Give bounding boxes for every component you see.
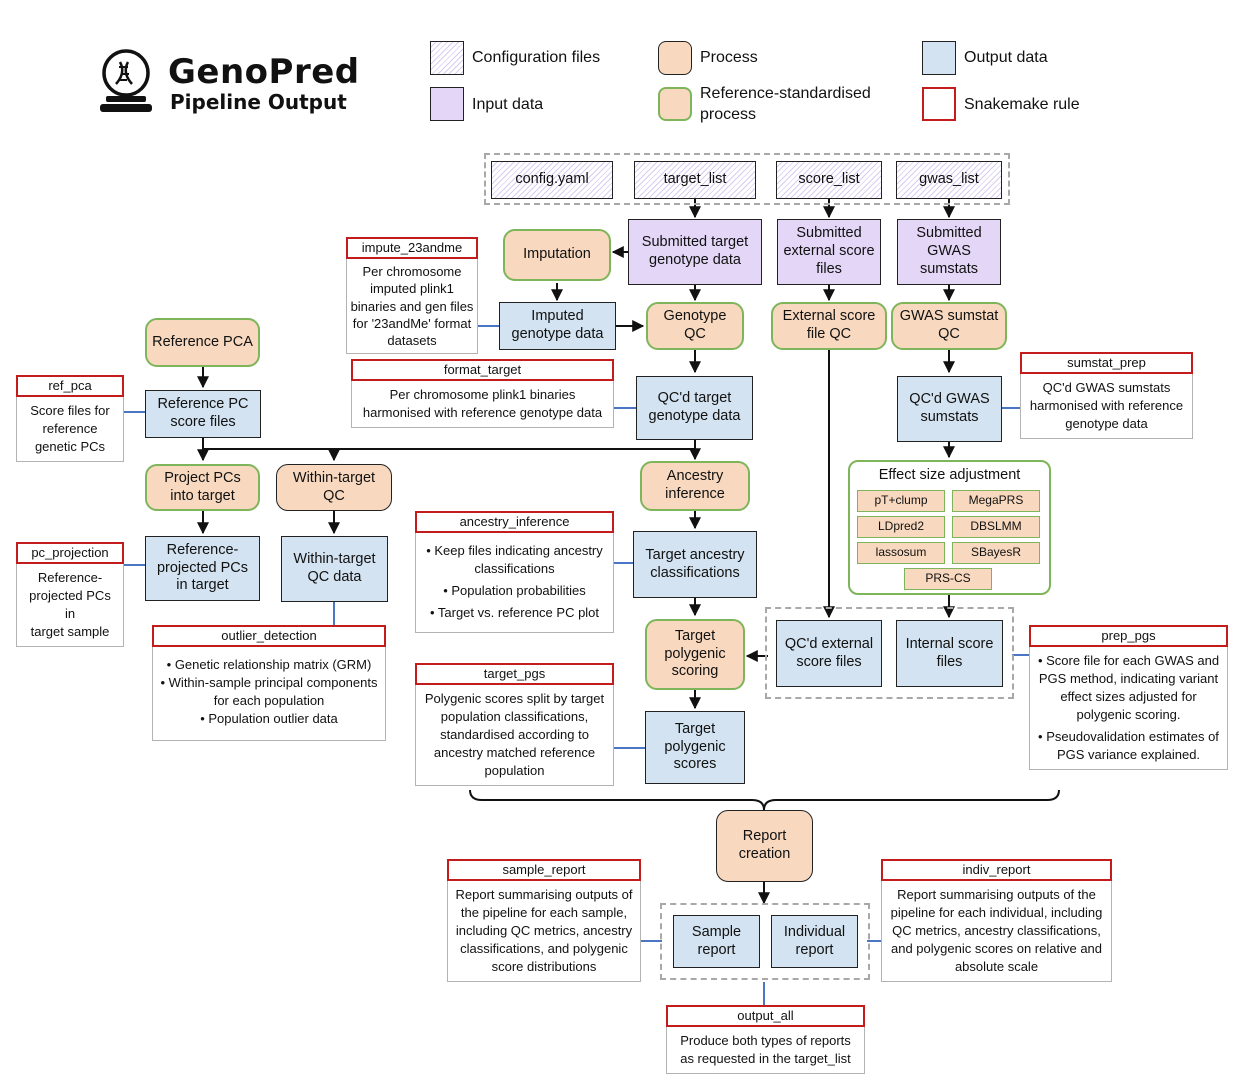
legend-config-label: Configuration files	[472, 49, 601, 66]
rule-ancestry-inference: ancestry_inference • Keep files indicati…	[415, 511, 614, 633]
method-prs-cs: PRS-CS	[904, 568, 992, 590]
rule-pc-projection: pc_projection Reference-projected PCs in…	[16, 542, 124, 647]
rule-indiv-report: indiv_report Report summarising outputs …	[881, 859, 1112, 982]
rule-title: output_all	[666, 1005, 865, 1027]
target-list-file: target_list	[634, 161, 756, 199]
legend-rule-label: Snakemake rule	[964, 96, 1080, 113]
rule-title: target_pgs	[415, 663, 614, 685]
config-files-group	[484, 153, 1010, 205]
effect-size-adjustment-group: Effect size adjustment pT+clump MegaPRS …	[848, 460, 1051, 595]
rule-title: prep_pgs	[1029, 625, 1228, 647]
brand-subtitle: Pipeline Output	[170, 90, 347, 114]
legend-config-swatch	[430, 41, 464, 75]
gwas-list-file: gwas_list	[896, 161, 1002, 199]
method-pt-clump: pT+clump	[857, 490, 945, 512]
legend-input-label: Input data	[472, 96, 544, 113]
rule-output-all: output_all Produce both types of reports…	[666, 1005, 865, 1074]
rule-title: outlier_detection	[152, 625, 386, 647]
rule-outlier-detection: outlier_detection • Genetic relationship…	[152, 625, 386, 741]
legend-rule-swatch	[922, 87, 956, 121]
rule-title: format_target	[351, 359, 614, 381]
rule-sample-report: sample_report Report summarising outputs…	[447, 859, 641, 982]
legend-output-swatch	[922, 41, 956, 75]
brand-name: GenoPred	[168, 52, 360, 92]
rule-title: pc_projection	[16, 542, 124, 564]
reference-pca-process: Reference PCA	[145, 318, 260, 367]
method-lassosum: lassosum	[857, 542, 945, 564]
legend-output-label: Output data	[964, 49, 1048, 66]
rule-title: impute_23andme	[346, 237, 478, 259]
rule-title: ref_pca	[16, 375, 124, 397]
method-ldpred2: LDpred2	[857, 516, 945, 538]
method-megaprs: MegaPRS	[952, 490, 1040, 512]
legend-process-swatch	[658, 41, 692, 75]
legend-process-label: Process	[700, 49, 758, 66]
rule-title: sumstat_prep	[1020, 352, 1193, 374]
legend-input-swatch	[430, 87, 464, 121]
rule-target-pgs: target_pgs Polygenic scores split by tar…	[415, 663, 614, 786]
reports-group	[660, 903, 870, 980]
rule-title: indiv_report	[881, 859, 1112, 881]
imputation-process: Imputation	[503, 229, 611, 281]
rule-format-target: format_target Per chromosome plink1 bina…	[351, 359, 614, 428]
effect-size-adjustment-title: Effect size adjustment	[878, 467, 1021, 483]
legend-ref-process-swatch	[658, 87, 692, 121]
trunk-from-ref-and-target	[202, 438, 696, 450]
config-yaml-file: config.yaml	[491, 161, 613, 199]
score-list-file: score_list	[776, 161, 882, 199]
score-files-group	[765, 607, 1014, 699]
rule-title: sample_report	[447, 859, 641, 881]
rule-title: ancestry_inference	[415, 511, 614, 533]
gathering-brace	[469, 789, 1060, 811]
rule-links	[124, 325, 1029, 1005]
method-dbslmm: DBSLMM	[952, 516, 1040, 538]
dna-crystal-ball-icon	[100, 49, 152, 112]
method-sbayesr: SBayesR	[952, 542, 1040, 564]
